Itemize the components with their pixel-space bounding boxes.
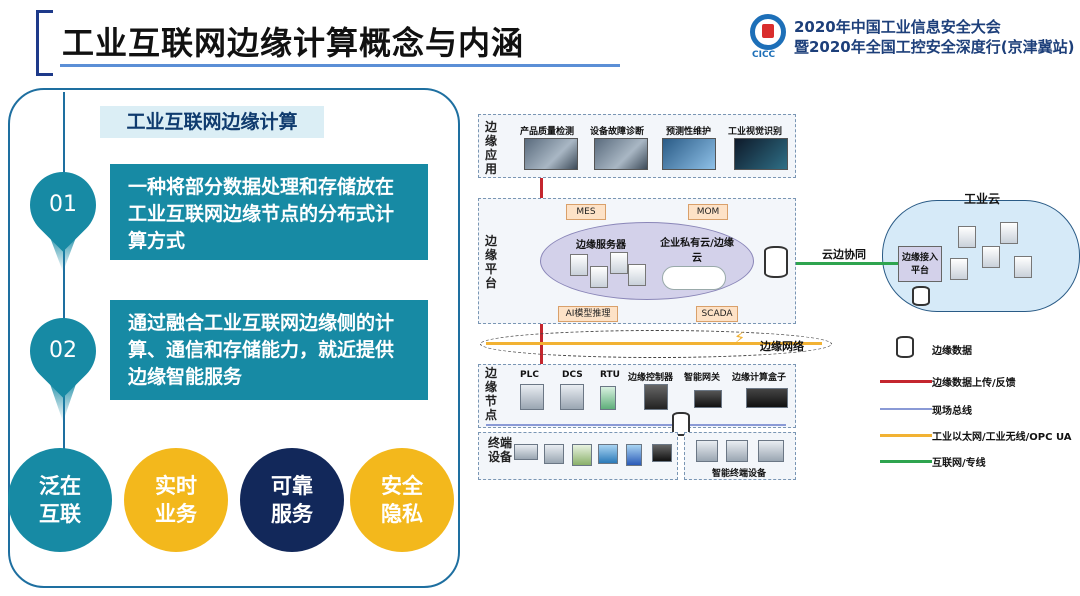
app-photo xyxy=(594,138,648,170)
app-label: 预测性维护 xyxy=(666,127,712,137)
conference-line2: 暨2020年全国工控安全深度行(京津冀站) xyxy=(794,38,1075,56)
edge-controller-icon xyxy=(644,384,668,410)
smart-gateway-icon xyxy=(694,390,722,408)
server-icon xyxy=(1014,256,1032,278)
feature-circle: 实时业务 xyxy=(124,448,228,552)
data-upload-arrow xyxy=(540,178,543,198)
database-icon xyxy=(912,286,930,306)
definition-box: 一种将部分数据处理和存储放在工业互联网边缘节点的分布式计算方式 xyxy=(110,164,428,260)
terminal-device-icon xyxy=(696,440,718,462)
terminal-device-icon xyxy=(758,440,784,462)
mes-tag: MES xyxy=(566,204,606,220)
legend-label: 边缘数据 xyxy=(932,346,972,357)
page-title: 工业互联网边缘计算概念与内涵 xyxy=(62,24,525,62)
legend-arrow-swatch xyxy=(880,380,932,383)
terminal-device-icon xyxy=(726,440,748,462)
edge-server-label: 边缘服务器 xyxy=(576,240,626,251)
server-icon xyxy=(570,254,588,276)
node-label: 智能网关 xyxy=(684,373,721,383)
timeline-line xyxy=(63,92,65,452)
node-label: RTU xyxy=(600,370,620,380)
server-icon xyxy=(1000,222,1018,244)
feature-circle: 可靠服务 xyxy=(240,448,344,552)
database-icon xyxy=(672,412,690,436)
database-icon xyxy=(764,246,788,278)
access-platform-box xyxy=(898,246,942,282)
layer-label: 边缘应用 xyxy=(484,120,497,176)
internet-line xyxy=(796,262,900,265)
node-label: DCS xyxy=(562,370,583,380)
server-icon xyxy=(610,252,628,274)
scada-tag: SCADA xyxy=(696,306,738,322)
industrial-ethernet-line xyxy=(486,342,822,345)
server-icon xyxy=(950,258,968,280)
app-photo xyxy=(524,138,578,170)
rtu-device-icon xyxy=(600,386,616,410)
title-underline xyxy=(60,64,620,67)
item-number: 01 xyxy=(49,192,77,217)
private-cloud-label: 企业私有云/边缘云 xyxy=(660,238,734,264)
flowmeter-icon xyxy=(598,444,618,464)
edge-network-ellipse xyxy=(480,330,832,358)
feature-label: 安全隐私 xyxy=(381,474,423,526)
legend-line-swatch xyxy=(880,460,932,463)
server-icon xyxy=(958,226,976,248)
feature-circle: 安全隐私 xyxy=(350,448,454,552)
title-bracket xyxy=(36,10,53,76)
section-label: 工业互联网边缘计算 xyxy=(100,106,324,138)
legend-line-swatch xyxy=(880,408,932,410)
sensor-icon xyxy=(544,444,564,464)
conference-line1: 2020年中国工业信息安全大会 xyxy=(794,18,1001,36)
feature-label: 泛在互联 xyxy=(39,474,81,526)
ai-inference-tag: AI模型推理 xyxy=(558,306,618,322)
plc-device-icon xyxy=(520,384,544,410)
logo-lock-icon xyxy=(762,24,774,38)
feature-circle: 泛在互联 xyxy=(8,448,112,552)
layer-label: 终端设备 xyxy=(487,436,512,464)
layer-label: 边缘平台 xyxy=(484,234,497,290)
meter-icon xyxy=(572,444,592,466)
legend-label: 边缘数据上传/反馈 xyxy=(932,378,1016,389)
node-label: 边缘计算盒子 xyxy=(732,373,787,383)
layer-label: 边缘节点 xyxy=(484,366,497,422)
server-icon xyxy=(590,266,608,288)
legend-label: 工业以太网/工业无线/OPC UA xyxy=(932,432,1072,443)
wireless-bolt-icon: ⚡ xyxy=(734,328,746,347)
node-label: PLC xyxy=(520,370,539,380)
cicc-logo-icon xyxy=(750,14,786,50)
legend-label: 互联网/专线 xyxy=(932,458,986,469)
edge-network-label: 边缘网络 xyxy=(760,340,804,353)
legend-database-icon xyxy=(896,336,914,358)
item-number: 02 xyxy=(49,338,77,363)
cloud-icon xyxy=(662,266,726,290)
server-icon xyxy=(628,264,646,286)
motor-icon xyxy=(652,444,672,462)
smart-terminal-label: 智能终端设备 xyxy=(712,469,767,479)
app-photo xyxy=(662,138,716,170)
transmitter-icon xyxy=(626,444,642,466)
edge-box-icon xyxy=(746,388,788,408)
feature-label: 实时业务 xyxy=(155,474,197,526)
cloud-title: 工业云 xyxy=(964,192,1001,206)
logo-text: CICC xyxy=(752,50,776,60)
camera-icon xyxy=(514,444,538,460)
server-icon xyxy=(982,246,1000,268)
cloud-sync-label: 云边协同 xyxy=(822,248,866,261)
app-photo xyxy=(734,138,788,170)
fieldbus-line xyxy=(486,424,786,426)
access-platform-label: 边缘接入平台 xyxy=(901,253,938,276)
feature-label: 可靠服务 xyxy=(271,474,313,526)
app-label: 工业视觉识别 xyxy=(728,127,783,137)
legend-line-swatch xyxy=(880,434,932,437)
app-label: 产品质量检测 xyxy=(520,127,575,137)
node-label: 边缘控制器 xyxy=(628,373,674,383)
section-label-text: 工业互联网边缘计算 xyxy=(126,111,298,133)
definition-box: 通过融合工业互联网边缘侧的计算、通信和存储能力，就近提供边缘智能服务 xyxy=(110,300,428,400)
mom-tag: MOM xyxy=(688,204,728,220)
app-label: 设备故障诊断 xyxy=(590,127,645,137)
dcs-device-icon xyxy=(560,384,584,410)
legend-label: 现场总线 xyxy=(932,406,972,417)
